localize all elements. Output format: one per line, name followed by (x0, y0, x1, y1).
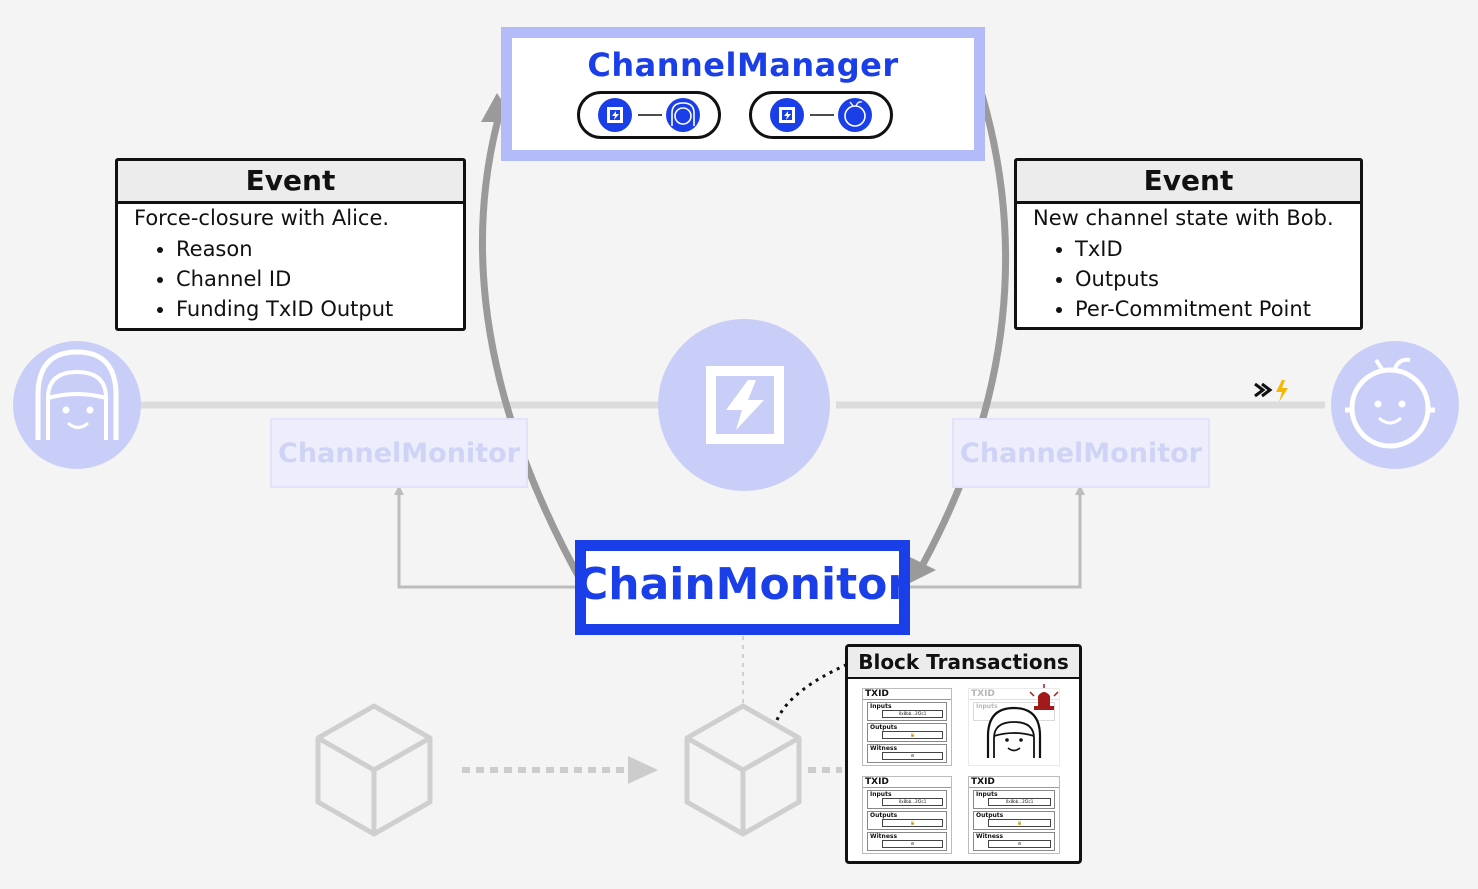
tx-title: TXID (863, 777, 951, 788)
tx-section-label: Outputs (870, 724, 898, 731)
event-item: Channel ID (176, 264, 463, 294)
key-icon: ⚙ (882, 840, 943, 848)
arrow-to-right-monitor (908, 485, 1085, 589)
alice-alert-overlay (986, 684, 1059, 758)
tx-section-label: Witness (870, 833, 898, 840)
channel-pill-alice (577, 91, 721, 139)
event-description: Force-closure with Alice. (134, 206, 390, 230)
lock-icon: 🔒 (988, 819, 1051, 827)
block-to-transactions-link (775, 662, 849, 721)
tx-title: TXID (969, 689, 1059, 700)
tx-section-label: Witness (870, 745, 898, 752)
tx-section-label: Outputs (870, 812, 898, 819)
tx-input-value: 0x8bb...3f2c1 (882, 798, 943, 806)
tx-section-label: Inputs (976, 703, 998, 710)
tx-section-label: Inputs (870, 791, 892, 798)
channel-monitor-alice: ChannelMonitor (270, 418, 528, 488)
event-item: Funding TxID Output (176, 294, 463, 324)
alarm-icon (1029, 684, 1059, 710)
arrow-chain-to-manager (478, 111, 589, 590)
alice-avatar-icon (986, 706, 1042, 758)
block-transactions-title: Block Transactions (848, 647, 1079, 679)
event-box-bob: Event New channel state with Bob. TxID O… (1014, 158, 1363, 330)
event-item: Reason (176, 234, 463, 264)
event-item: Outputs (1075, 264, 1360, 294)
arrow-to-left-monitor (394, 485, 578, 589)
alice-avatar-icon (666, 98, 700, 132)
channel-pill-bob (749, 91, 893, 139)
tx-title: TXID (969, 777, 1059, 788)
lock-icon: 🔒 (882, 731, 943, 739)
fast-forward-icon (1254, 382, 1273, 398)
tx-section-label: Outputs (976, 812, 1004, 819)
chain-monitor-box (586, 551, 899, 624)
block-cube-icon (315, 703, 433, 837)
lightning-node-icon (658, 319, 830, 491)
key-icon: ⚙ (882, 752, 943, 760)
lightning-node-icon (598, 98, 632, 132)
block-cube-icon (684, 703, 802, 837)
event-header: Event (1017, 161, 1360, 204)
event-item: Per-Commitment Point (1075, 294, 1360, 324)
tx-section-label: Inputs (870, 703, 892, 710)
tx-section-label: Inputs (976, 791, 998, 798)
tx-section-label: Witness (976, 833, 1004, 840)
tx-input-value: 0x8bb...3f2c1 (988, 798, 1051, 806)
event-item: TxID (1075, 234, 1360, 264)
channel-manager-title: ChannelManager (587, 46, 899, 84)
bob-avatar-icon (1331, 341, 1459, 469)
lightning-node-icon (770, 98, 804, 132)
event-header: Event (118, 161, 463, 204)
lock-icon: 🔒 (882, 819, 943, 827)
bob-avatar-icon (838, 98, 872, 132)
tx-title: TXID (863, 689, 951, 700)
event-description: New channel state with Bob. (1033, 206, 1334, 230)
event-box-alice: Event Force-closure with Alice. Reason C… (115, 158, 466, 331)
alice-avatar-icon (13, 341, 141, 469)
tx-input-value: 0x8bb...3f2c1 (882, 710, 943, 718)
arrow-manager-to-chain (918, 94, 1010, 568)
lightning-bolt-icon (1276, 380, 1288, 402)
chain-monitor-title: ChainMonitor (575, 559, 910, 610)
key-icon: ⚙ (988, 840, 1051, 848)
channel-monitor-bob: ChannelMonitor (952, 418, 1210, 488)
